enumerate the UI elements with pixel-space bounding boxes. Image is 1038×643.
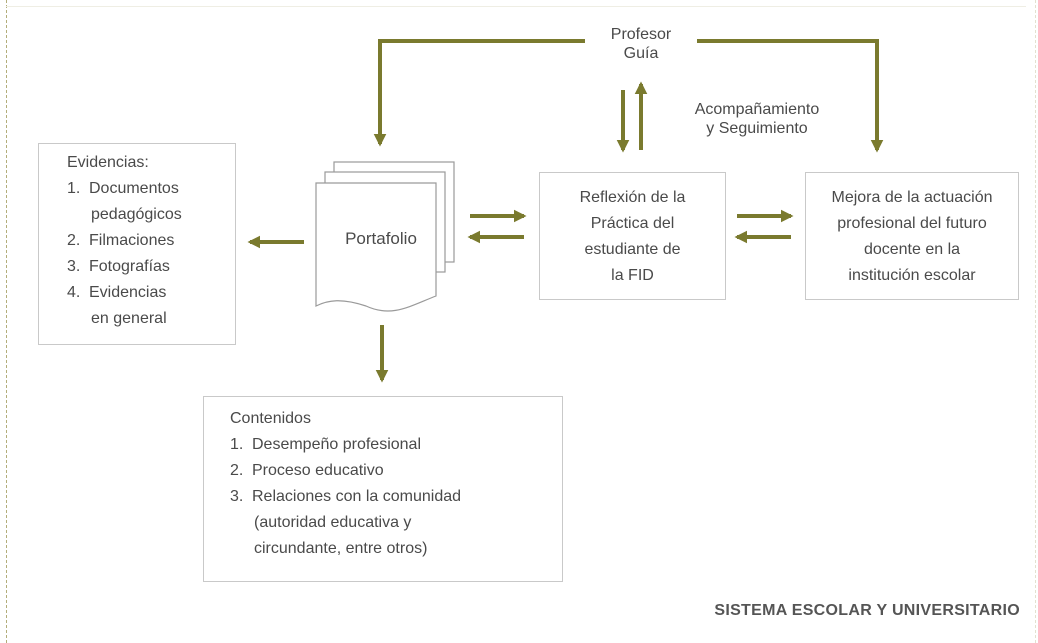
evidencias-item: 1.Documentos pedagógicos [67, 180, 182, 223]
contenidos-item: 3.Relaciones con la comunidad (autoridad… [230, 488, 462, 557]
acompanamiento-label: Acompañamiento y Seguimiento [682, 100, 832, 138]
reflexion-line: la FID [611, 267, 654, 284]
frame-top-line [6, 6, 1026, 7]
contenidos-item: 1.Desempeño profesional [230, 436, 421, 453]
mejora-line: docente en la [863, 241, 961, 258]
reflexion-line: estudiante de [584, 241, 681, 258]
reflexion-line: Práctica del [590, 215, 675, 232]
portafolio-label: Portafolio [345, 229, 417, 248]
reflexion-box: Reflexión de la Práctica del estudiante … [539, 172, 726, 300]
profesor-line2: Guía [623, 45, 659, 62]
footer-system-label: SISTEMA ESCOLAR Y UNIVERSITARIO [714, 602, 1020, 619]
acompanamiento-line1: Acompañamiento [694, 101, 820, 118]
evidencias-item: 4.Evidencias en general [67, 284, 167, 327]
evidencias-title: Evidencias: [67, 154, 149, 171]
evidencias-item: 3.Fotografías [67, 258, 170, 275]
contenidos-title: Contenidos [230, 410, 311, 427]
reflexion-line: Reflexión de la [579, 189, 686, 206]
dashed-frame-left [6, 0, 7, 643]
mejora-box: Mejora de la actuación profesional del f… [805, 172, 1019, 300]
profesor-line1: Profesor [610, 26, 672, 43]
evidencias-item: 2.Filmaciones [67, 232, 175, 249]
profesor-guia-label: Profesor Guía [590, 25, 692, 63]
mejora-line: Mejora de la actuación [831, 189, 993, 206]
mejora-line: profesional del futuro [837, 215, 987, 232]
contenidos-box: Contenidos 1.Desempeño profesional 2.Pro… [203, 396, 563, 582]
mejora-line: institución escolar [848, 267, 976, 284]
acompanamiento-line2: y Seguimiento [706, 120, 808, 137]
evidencias-box: Evidencias: 1.Documentos pedagógicos 2.F… [38, 143, 236, 345]
dashed-frame-right [1035, 0, 1036, 643]
contenidos-item: 2.Proceso educativo [230, 462, 384, 479]
arrow-profesor-to-mejora [697, 39, 884, 153]
arrow-profesor-to-portafolio [373, 39, 585, 147]
portafolio-document-stack-icon [315, 161, 455, 312]
